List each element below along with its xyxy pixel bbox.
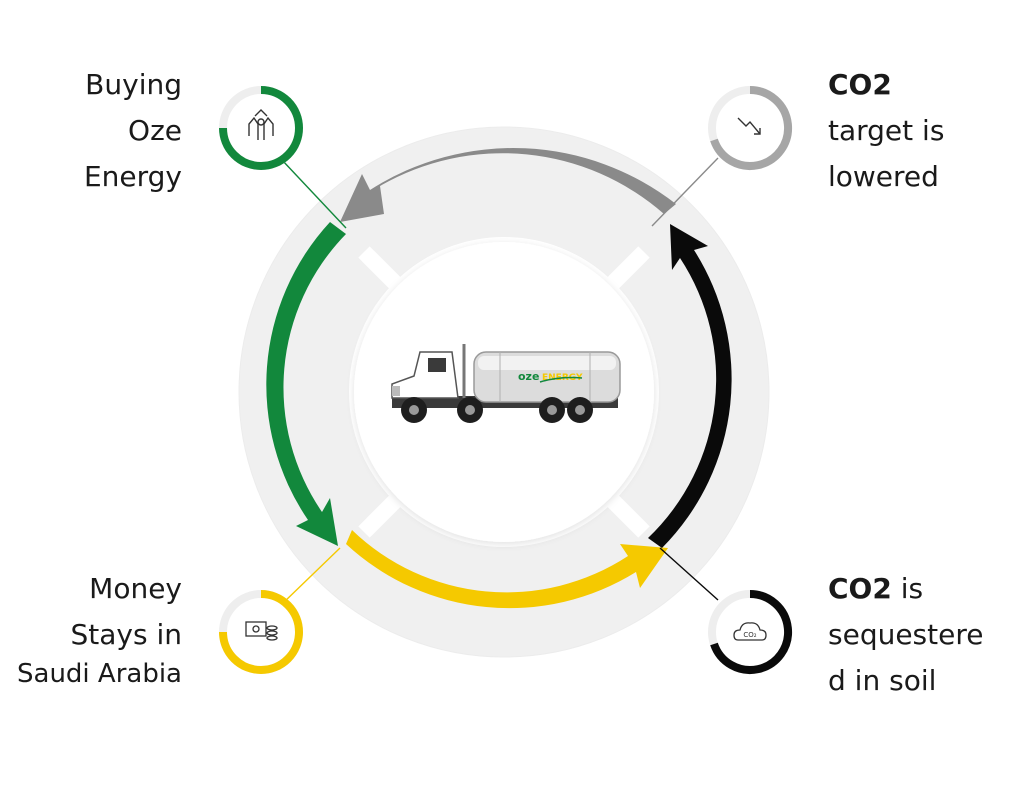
label-line: target is: [828, 114, 945, 147]
node-buying-oze-energy: [219, 86, 303, 170]
node-money-stays: [219, 590, 303, 674]
money-coins-icon: [245, 621, 278, 641]
node-co2-sequestered: CO₂: [708, 590, 793, 674]
green-arrow: [266, 222, 346, 546]
connector-lines: [281, 157, 719, 605]
label-first-line: CO2 is: [828, 566, 1018, 612]
truck-logo-text: oze: [518, 370, 539, 383]
label-line: lowered: [828, 160, 939, 193]
outer-ring-edge: [238, 126, 770, 658]
label-bold: CO2: [828, 572, 892, 605]
label-co2-sequestered: CO2 is sequestere d in soil: [828, 566, 1018, 704]
co2-cloud-icon: [733, 622, 767, 641]
node-progress-yellow: [219, 590, 303, 674]
node-progress-green: [219, 86, 303, 170]
tanker-truck-icon: oze ENERGY: [391, 344, 621, 423]
gray-arrow: [340, 148, 676, 222]
node-progress-gray: [710, 86, 793, 170]
co2-cloud-text: CO₂: [743, 631, 756, 639]
node-co2-target: [708, 86, 793, 170]
label-line: Saudi Arabia: [17, 659, 182, 689]
label-line: Stays in: [70, 618, 183, 651]
label-line: Energy: [83, 160, 182, 193]
hands-exchange-icon: [248, 109, 274, 140]
trend-down-icon: [737, 117, 761, 135]
label-money-stays: Money Stays in Saudi Arabia: [0, 566, 182, 690]
label-line: Buying: [85, 68, 182, 101]
node-progress-black: [710, 590, 793, 674]
black-arrow: [648, 224, 732, 548]
yellow-arrow: [346, 530, 668, 609]
label-line: Money: [89, 572, 182, 605]
label-bold-suffix: is: [891, 572, 924, 605]
label-bold: CO2: [828, 68, 892, 101]
label-buying-oze-energy: Buying Oze Energy: [40, 62, 182, 200]
label-co2-target-lowered: CO2 target is lowered: [828, 62, 1018, 200]
label-line: sequestere: [828, 618, 984, 651]
label-line: Oze: [128, 114, 182, 147]
label-line: d in soil: [828, 664, 937, 697]
